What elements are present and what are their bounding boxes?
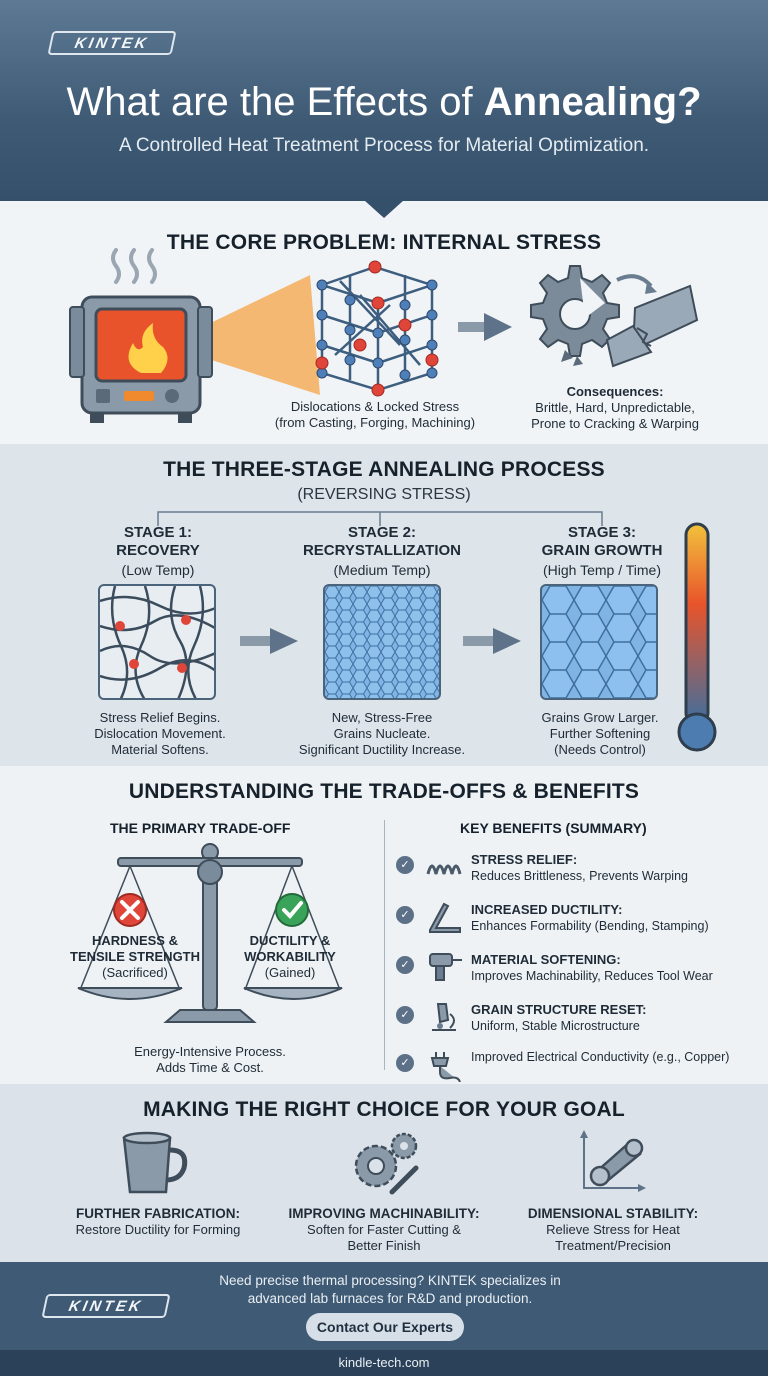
header-notch <box>364 200 404 218</box>
header-banner <box>0 0 768 201</box>
arrow-right-icon <box>458 313 512 341</box>
stage-1-heading: STAGE 1: RECOVERY (Low Temp) <box>116 524 200 578</box>
cup-icon <box>122 1131 188 1194</box>
microscope-icon <box>432 1003 456 1031</box>
contact-experts-button[interactable]: Contact Our Experts <box>306 1313 464 1341</box>
footer-kintek-logo[interactable]: KINTEK <box>41 1294 171 1318</box>
grain-growth-microstructure-icon <box>540 584 658 700</box>
tradeoffs-title: UNDERSTANDING THE TRADE-OFFS & BENEFITS <box>128 780 640 803</box>
tradeoff-cost-note: Energy-Intensive Process.Adds Time & Cos… <box>134 1044 286 1075</box>
goal-fabrication-desc: Restore Ductility for Forming <box>75 1222 241 1237</box>
furnace-lattice-illustration <box>69 248 512 423</box>
consequences-caption: Consequences: Brittle, Hard, Unpredictab… <box>531 384 699 431</box>
page-title: What are the Effects of Annealing? <box>66 80 702 124</box>
footer-promo-text: Need precise thermal processing? KINTEK … <box>219 1273 561 1306</box>
stage-1-description: Stress Relief Begins.Dislocation Movemen… <box>94 710 226 757</box>
check-mark-icon <box>275 893 309 927</box>
process-subtitle: (REVERSING STRESS) <box>297 486 471 503</box>
benefit-material-softening: ✓ MATERIAL SOFTENING:Improves Machinabil… <box>396 952 756 992</box>
core-problem-title: THE CORE PROBLEM: INTERNAL STRESS <box>166 231 602 254</box>
goal-machinability-desc: Soften for Faster Cutting &Better Finish <box>307 1222 461 1253</box>
page-subtitle: A Controlled Heat Treatment Process for … <box>118 135 650 156</box>
stage-bracket <box>157 511 603 526</box>
furnace-icon <box>69 295 213 423</box>
benefit-increased-ductility: ✓ INCREASED DUCTILITY:Enhances Formabili… <box>396 902 756 942</box>
goal-stability-title: DIMENSIONAL STABILITY: <box>527 1206 699 1221</box>
arrow-right-icon <box>240 628 298 654</box>
column-divider <box>384 820 385 1070</box>
heat-waves-icon <box>111 248 157 284</box>
drill-icon <box>429 953 462 981</box>
footer-logo-text: KINTEK <box>67 1297 145 1315</box>
benefits-heading: KEY BENEFITS (SUMMARY) <box>460 820 647 836</box>
sacrificed-label: HARDNESS &TENSILE STRENGTH (Sacrificed) <box>70 933 201 980</box>
stage-3-description: Grains Grow Larger.Further Softening(Nee… <box>541 710 659 757</box>
check-icon: ✓ <box>396 956 414 974</box>
cracked-plate-icon <box>605 284 699 368</box>
goal-machinability-title: IMPROVING MACHINABILITY: <box>288 1206 480 1221</box>
check-icon: ✓ <box>396 856 414 874</box>
stage-3-heading: STAGE 3: GRAIN GROWTH (High Temp / Time) <box>541 524 663 578</box>
plug-icon <box>430 1052 461 1082</box>
x-mark-icon <box>113 893 147 927</box>
thermometer-icon <box>677 522 717 752</box>
benefit-stress-relief: ✓ STRESS RELIEF:Reduces Brittleness, Pre… <box>396 852 756 892</box>
goals-title: MAKING THE RIGHT CHOICE FOR YOUR GOAL <box>143 1098 625 1121</box>
goal-fabrication-title: FURTHER FABRICATION: <box>76 1206 240 1221</box>
website-link[interactable]: kindle-tech.com <box>338 1355 430 1370</box>
gears-wrench-icon <box>354 1132 419 1195</box>
broken-gear-icon <box>530 265 620 366</box>
bent-bar-icon <box>429 902 461 933</box>
recovery-microstructure-icon <box>98 584 216 700</box>
consequences-illustration <box>530 265 699 368</box>
check-icon: ✓ <box>396 1054 414 1072</box>
check-icon: ✓ <box>396 1006 414 1024</box>
footer-url-bar <box>0 1350 768 1376</box>
kintek-logo[interactable]: KINTEK <box>47 31 177 55</box>
arrow-right-icon <box>463 628 521 654</box>
spring-icon <box>426 864 462 875</box>
lattice-caption: Dislocations & Locked Stress (from Casti… <box>274 399 476 430</box>
benefit-grain-structure-reset: ✓ GRAIN STRUCTURE RESET:Uniform, Stable … <box>396 1002 756 1042</box>
process-title: THE THREE-STAGE ANNEALING PROCESS <box>163 458 605 481</box>
primary-tradeoff-heading: THE PRIMARY TRADE-OFF <box>110 820 291 836</box>
gained-label: DUCTILITY &WORKABILITY (Gained) <box>244 933 336 980</box>
stage-2-heading: STAGE 2: RECRYSTALLIZATION (Medium Temp) <box>302 524 462 578</box>
check-icon: ✓ <box>396 906 414 924</box>
benefit-electrical-conductivity: ✓ Improved Electrical Conductivity (e.g.… <box>396 1050 756 1090</box>
logo-text: KINTEK <box>73 34 151 52</box>
balance-scale-icon <box>77 843 343 1023</box>
recrystallization-microstructure-icon <box>323 584 441 700</box>
shaft-icon <box>580 1130 646 1192</box>
